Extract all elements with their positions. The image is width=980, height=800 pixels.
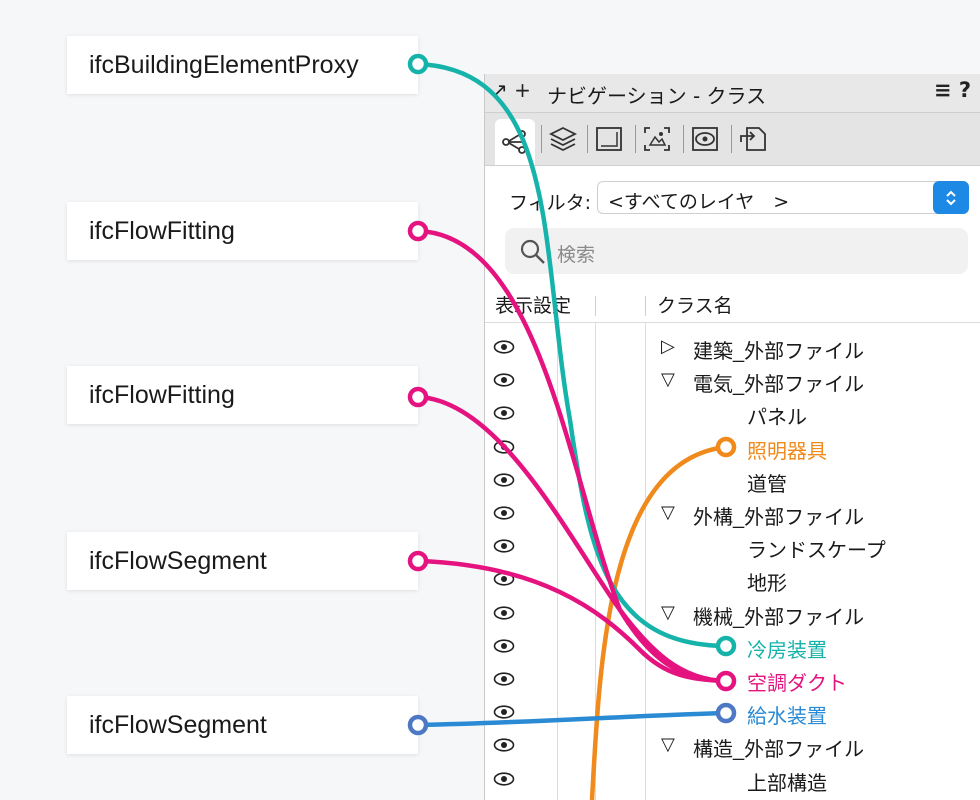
class-row-label[interactable]: 冷房装置 bbox=[747, 639, 827, 662]
tab-saved-views[interactable] bbox=[685, 119, 725, 159]
class-row-label[interactable]: 空調ダクト bbox=[747, 673, 847, 695]
tree-toggle-icon[interactable]: ▽ bbox=[661, 734, 675, 756]
search-placeholder: 検索 bbox=[557, 244, 596, 266]
tab-layers[interactable] bbox=[543, 119, 583, 159]
class-tree-icon bbox=[502, 130, 526, 154]
visibility-eye-icon[interactable] bbox=[493, 672, 515, 686]
visibility-eye-icon[interactable] bbox=[493, 406, 515, 420]
tree-toggle-icon[interactable]: ▷ bbox=[661, 336, 675, 357]
filter-selected-value: <すべてのレイヤ > bbox=[608, 191, 790, 213]
visibility-eye-icon[interactable] bbox=[493, 639, 515, 653]
search-icon bbox=[520, 239, 545, 264]
panel-title: ナビゲーション - クラス bbox=[547, 84, 767, 108]
class-row-label[interactable]: パネル bbox=[747, 407, 807, 430]
filter-select[interactable]: <すべてのレイヤ > bbox=[597, 181, 969, 214]
class-row-label[interactable]: 地形 bbox=[747, 573, 787, 596]
visibility-eye-icon[interactable] bbox=[493, 506, 515, 520]
visibility-eye-icon[interactable] bbox=[493, 738, 515, 752]
class-row-label[interactable]: 建築_外部ファイル bbox=[693, 341, 865, 363]
select-arrows-icon[interactable] bbox=[933, 181, 969, 214]
visibility-eye-icon[interactable] bbox=[493, 771, 515, 786]
filter-label: フィルタ: bbox=[509, 192, 592, 214]
tab-references[interactable] bbox=[733, 119, 773, 159]
navigation-class-panel: ↗ + ナビゲーション - クラス ≡ ? bbox=[484, 74, 980, 800]
tree-toggle-icon[interactable]: ▽ bbox=[661, 369, 675, 391]
ifc-entity-label: ifcFlowSegment bbox=[89, 546, 267, 575]
class-row-label[interactable]: 構造_外部ファイル bbox=[693, 739, 865, 762]
class-row-label[interactable]: 照明器具 bbox=[747, 440, 827, 463]
ifc-entity-label: ifcBuildingElementProxy bbox=[89, 50, 359, 79]
visibility-eye-icon[interactable] bbox=[493, 539, 515, 553]
class-row-label[interactable]: ランドスケープ bbox=[747, 540, 886, 563]
tab-viewports[interactable] bbox=[637, 119, 677, 159]
class-row-label[interactable]: 上部構造 bbox=[747, 772, 827, 795]
column-header: 表示設定 クラス名 bbox=[485, 284, 980, 323]
visibility-eye-icon[interactable] bbox=[493, 340, 515, 354]
tab-classes[interactable] bbox=[495, 119, 535, 165]
panel-toolbar bbox=[485, 113, 980, 166]
layers-icon bbox=[548, 126, 578, 152]
ifc-entity-flow-segment-2[interactable]: ifcFlowSegment bbox=[67, 696, 418, 754]
sheet-icon bbox=[596, 127, 622, 151]
visibility-eye-icon[interactable] bbox=[493, 373, 515, 387]
ifc-entity-flow-segment-1[interactable]: ifcFlowSegment bbox=[67, 532, 418, 590]
visibility-eye-icon[interactable] bbox=[493, 572, 515, 586]
eye-view-icon bbox=[692, 127, 718, 151]
class-row-label[interactable]: 給水装置 bbox=[747, 706, 827, 729]
panel-tools-icon[interactable]: ↗ + bbox=[491, 78, 531, 102]
ifc-entity-label: ifcFlowFitting bbox=[89, 380, 235, 409]
panel-titlebar: ↗ + ナビゲーション - クラス ≡ ? bbox=[485, 74, 980, 113]
visibility-eye-icon[interactable] bbox=[493, 473, 515, 487]
visibility-eye-icon[interactable] bbox=[493, 605, 515, 620]
ifc-entity-building-element-proxy[interactable]: ifcBuildingElementProxy bbox=[67, 36, 418, 94]
search-input[interactable]: 検索 bbox=[505, 228, 968, 274]
viewport-icon bbox=[644, 127, 670, 151]
ifc-entity-label: ifcFlowSegment bbox=[89, 710, 267, 739]
column-visibility[interactable]: 表示設定 bbox=[495, 295, 572, 317]
ifc-entity-label: ifcFlowFitting bbox=[89, 216, 235, 245]
tab-sheets[interactable] bbox=[589, 119, 629, 159]
visibility-eye-icon[interactable] bbox=[493, 705, 515, 719]
visibility-eye-icon[interactable] bbox=[493, 439, 515, 454]
ifc-entity-flow-fitting-2[interactable]: ifcFlowFitting bbox=[67, 366, 418, 424]
tree-toggle-icon[interactable]: ▽ bbox=[661, 502, 675, 523]
column-class-name[interactable]: クラス名 bbox=[657, 295, 733, 317]
reference-icon bbox=[740, 127, 766, 151]
class-row-label[interactable]: 電気_外部ファイル bbox=[693, 374, 865, 397]
class-row-label[interactable]: 機械_外部ファイル bbox=[693, 606, 865, 629]
ifc-entity-flow-fitting-1[interactable]: ifcFlowFitting bbox=[67, 202, 418, 260]
tree-toggle-icon[interactable]: ▽ bbox=[661, 601, 675, 623]
class-row-label[interactable]: 外構_外部ファイル bbox=[693, 507, 865, 529]
menu-help-icon[interactable]: ≡ ? bbox=[933, 78, 971, 102]
class-row-label[interactable]: 道管 bbox=[747, 473, 787, 496]
